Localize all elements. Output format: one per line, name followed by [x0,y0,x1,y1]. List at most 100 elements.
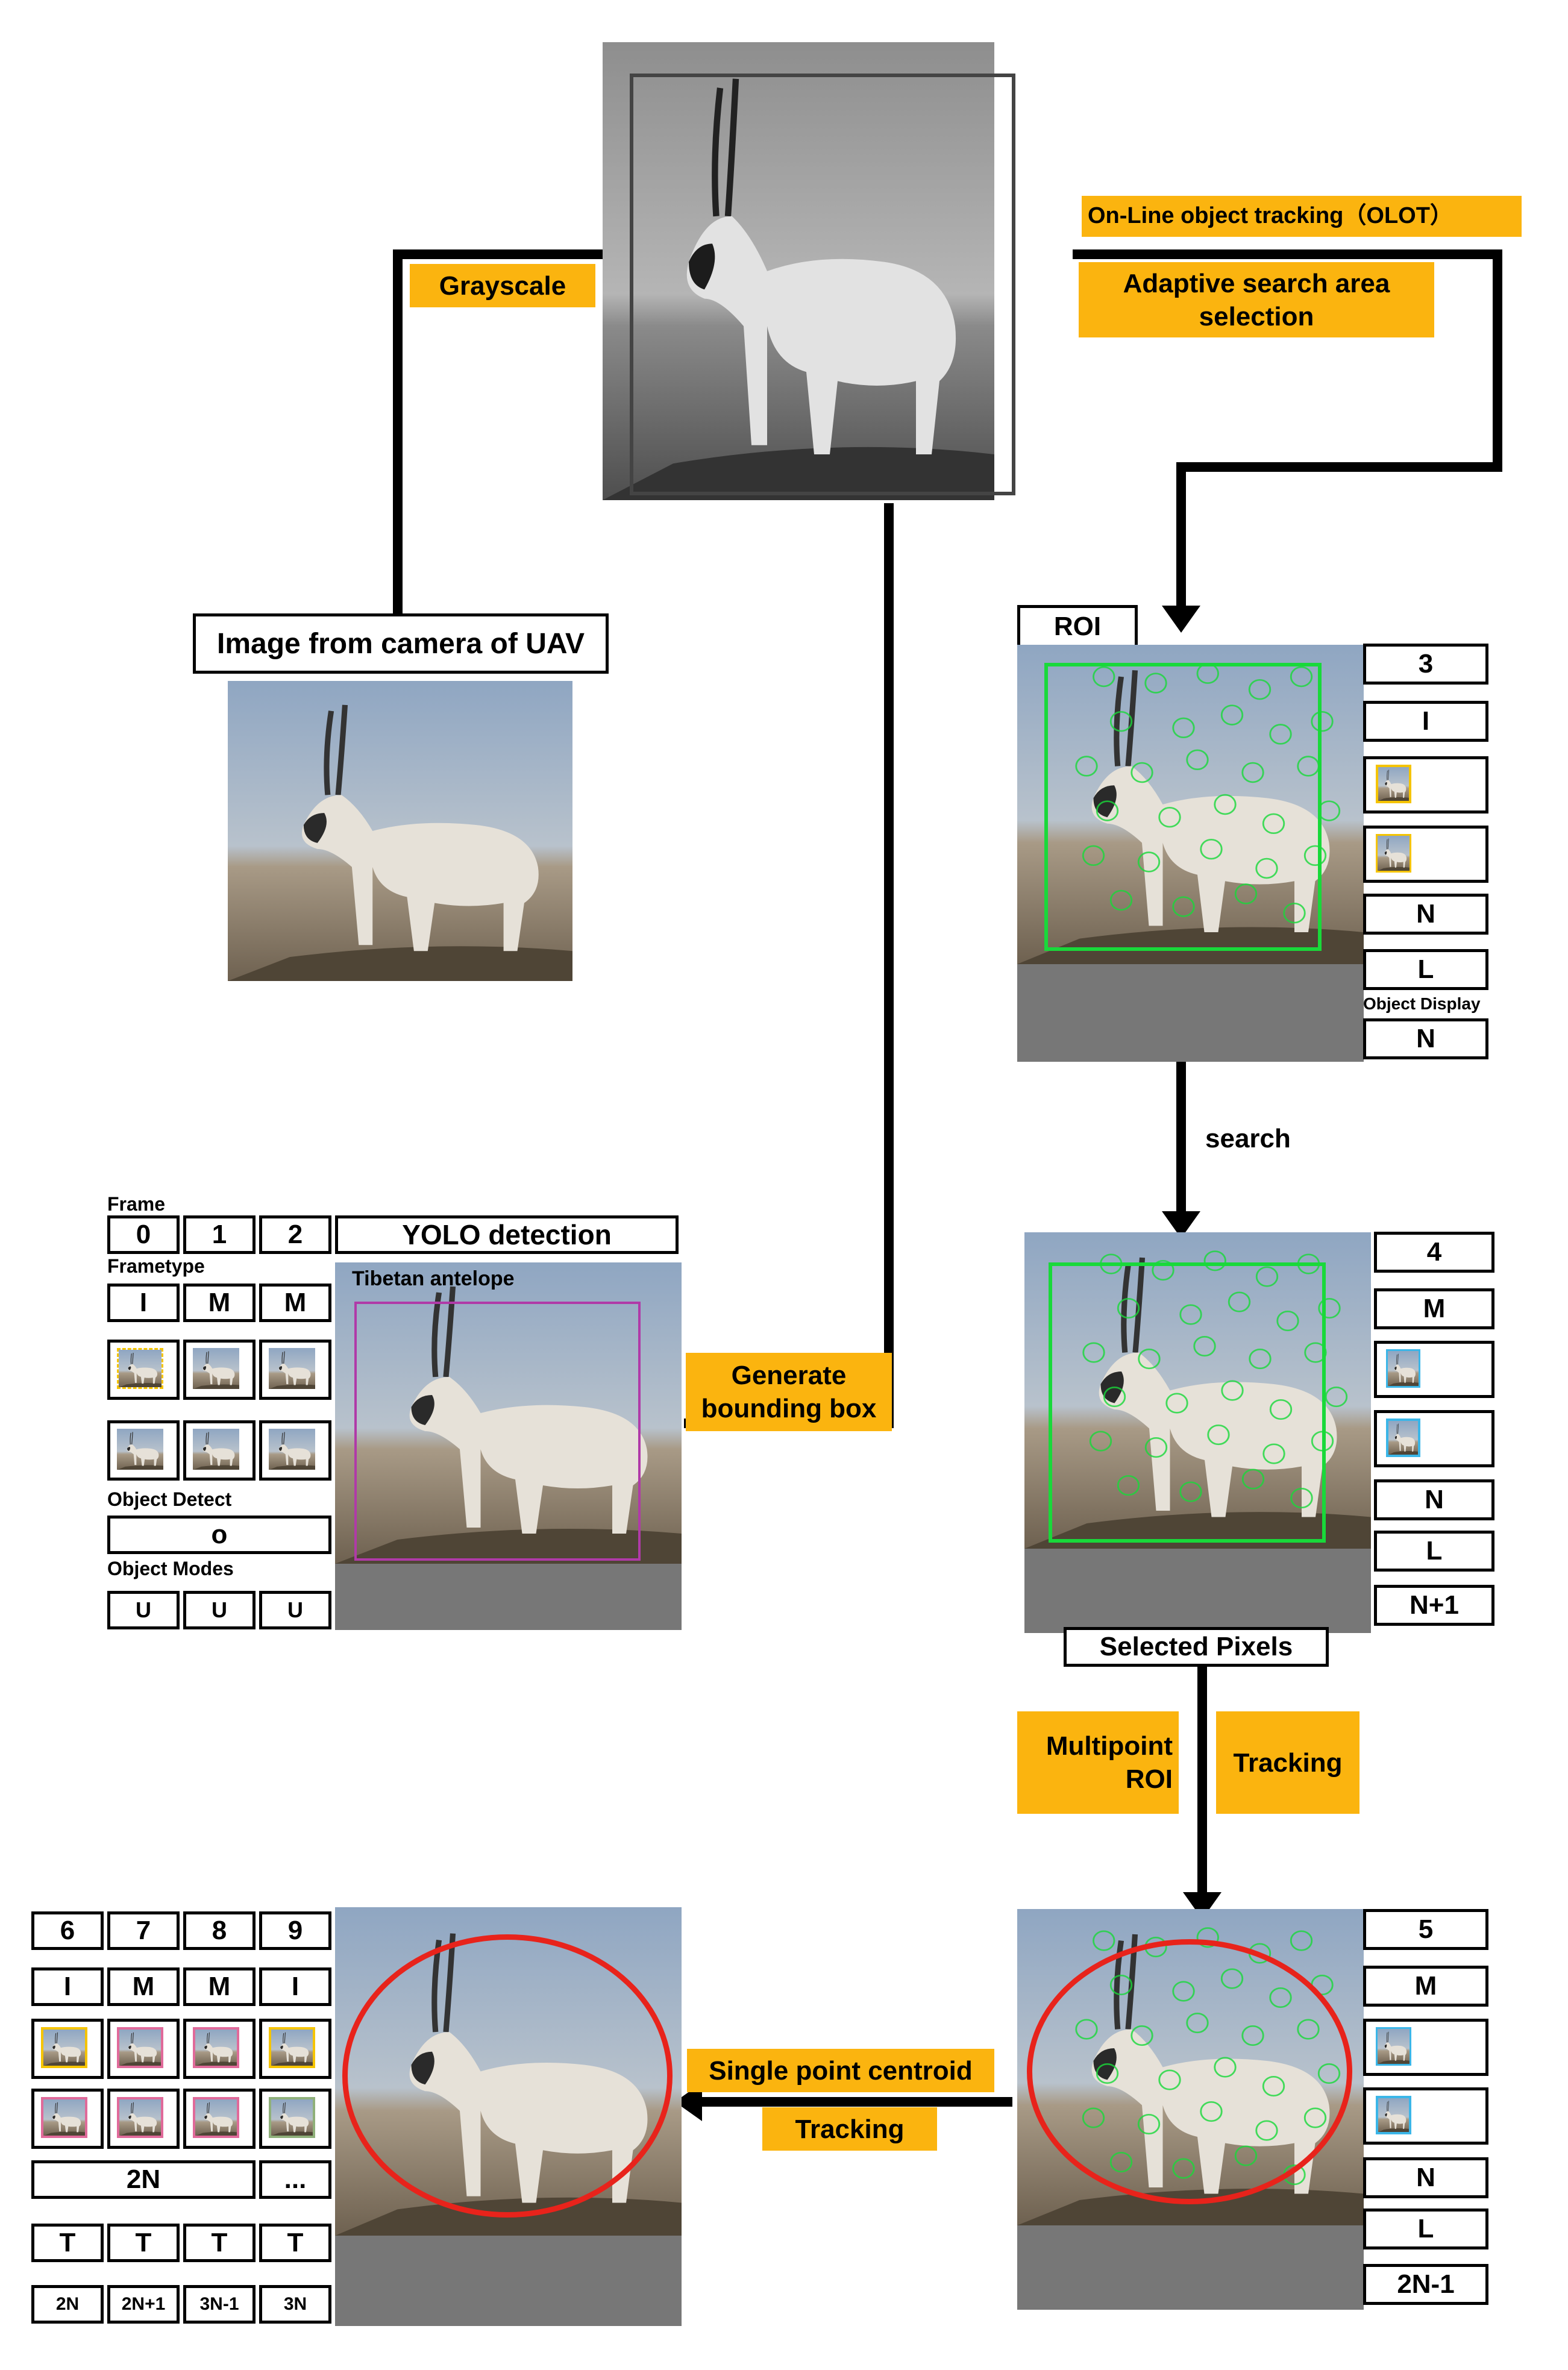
search-n-value: N [1374,1479,1494,1520]
object-detect-value: o [107,1516,331,1554]
final-ellipsis: ... [259,2160,331,2199]
grayscale-image-frame [630,74,1015,495]
final-thumb-6 [107,2089,180,2149]
olot-tag: On-Line object tracking（OLOT） [1082,196,1522,237]
final-type-8: M [183,1967,256,2006]
roi-thumb-yellow [1363,756,1488,814]
arrowhead-roi [1162,606,1200,633]
frame-label: Frame [107,1193,166,1215]
roi-frame-number: 3 [1363,644,1488,685]
search-image [1024,1232,1371,1633]
object-detect-label: Object Detect [107,1488,232,1510]
bbox-connector [684,503,894,1428]
roi-label: ROI [1017,605,1138,648]
final-frame-6: 6 [31,1911,104,1950]
yolo-thumb-6 [259,1420,331,1481]
search-thumb-blue-2 [1374,1410,1494,1467]
track-2n-minus-1: 2N-1 [1363,2264,1488,2305]
arrowhead-search [1162,1211,1200,1238]
final-bottom-3n-minus-1: 3N-1 [183,2285,256,2324]
track-red-circle [1027,1939,1352,2204]
track-l-value: L [1363,2209,1488,2249]
final-t-0: T [31,2224,104,2262]
search-thumb-blue-1 [1374,1341,1494,1398]
roi-n-value: N [1363,894,1488,935]
roi-image [1017,645,1364,1062]
track-frame-number: 5 [1363,1909,1488,1950]
final-thumb-7 [183,2089,256,2149]
final-thumb-5 [31,2089,104,2149]
image-from-camera-label: Image from camera of UAV [193,613,609,674]
yolo-thumb-3 [259,1340,331,1400]
yolo-type-1: M [183,1284,256,1322]
grayscale-tag: Grayscale [410,264,595,307]
final-bottom-3n: 3N [259,2285,331,2324]
yolo-mode-0: U [107,1591,180,1629]
adaptive-search-tag: Adaptive search area selection [1079,262,1434,337]
final-thumb-3 [183,2019,256,2079]
yolo-detection-label: YOLO detection [335,1215,679,1254]
final-frame-7: 7 [107,1911,180,1950]
yolo-type-0: I [107,1284,180,1322]
final-image [335,1907,682,2326]
final-thumb-4 [259,2019,331,2079]
arrowhead-track [1183,1892,1221,1919]
yolo-mode-2: U [259,1591,331,1629]
roi-l-value: L [1363,949,1488,990]
final-thumb-2 [107,2019,180,2079]
yolo-frame-2: 2 [259,1215,331,1254]
roi-frame-type: I [1363,701,1488,742]
final-thumb-8 [259,2089,331,2149]
arrowhead-centroid [675,2083,702,2121]
final-type-9: I [259,1967,331,2006]
olot-connector [1073,249,1502,607]
yolo-bbox [354,1302,641,1561]
search-n-plus-1: N+1 [1374,1585,1494,1626]
yolo-thumb-5 [183,1420,256,1481]
object-display-label: Object Display [1363,994,1481,1013]
search-frame-number: 4 [1374,1232,1494,1273]
yolo-thumb-2 [183,1340,256,1400]
final-2n-span: 2N [31,2160,256,2199]
yolo-thumb-4 [107,1420,180,1481]
yolo-frame-0: 0 [107,1215,180,1254]
generate-bbox-tag: Generate bounding box [686,1353,892,1431]
final-bottom-2n-plus-1: 2N+1 [107,2285,180,2324]
final-type-7: M [107,1967,180,2006]
roi-thumb-plain [1363,826,1488,883]
final-red-circle [342,1934,673,2218]
final-type-6: I [31,1967,104,2006]
roi-green-box [1044,663,1322,951]
yolo-frame-1: 1 [183,1215,256,1254]
search-green-box [1049,1262,1326,1543]
final-frame-9: 9 [259,1911,331,1950]
selected-pixels-label: Selected Pixels [1064,1627,1329,1667]
search-l-value: L [1374,1531,1494,1572]
yolo-mode-1: U [183,1591,256,1629]
track-n-value: N [1363,2157,1488,2198]
frametype-label: Frametype [107,1255,205,1277]
tibetan-antelope-label: Tibetan antelope [352,1267,515,1290]
final-t-1: T [107,2224,180,2262]
track-thumb-blue-2 [1363,2087,1488,2145]
search-frame-type: M [1374,1288,1494,1329]
tracking-tag-2: Tracking [762,2107,937,2151]
final-frame-8: 8 [183,1911,256,1950]
yolo-thumb-1 [107,1340,180,1400]
yolo-image: Tibetan antelope [335,1262,682,1630]
final-thumb-1 [31,2019,104,2079]
roi-display-value: N [1363,1018,1488,1059]
camera-image [228,681,572,981]
final-bottom-2n: 2N [31,2285,104,2324]
track-image [1017,1909,1364,2310]
object-modes-label: Object Modes [107,1558,234,1579]
grayscale-connector [393,249,603,615]
multipoint-roi-tag: Multipoint ROI [1017,1711,1179,1814]
final-t-2: T [183,2224,256,2262]
track-frame-type: M [1363,1966,1488,2007]
single-point-centroid-tag: Single point centroid [687,2049,994,2092]
final-t-3: T [259,2224,331,2262]
track-thumb-blue-1 [1363,2019,1488,2076]
search-label: search [1205,1124,1291,1153]
yolo-type-2: M [259,1284,331,1322]
